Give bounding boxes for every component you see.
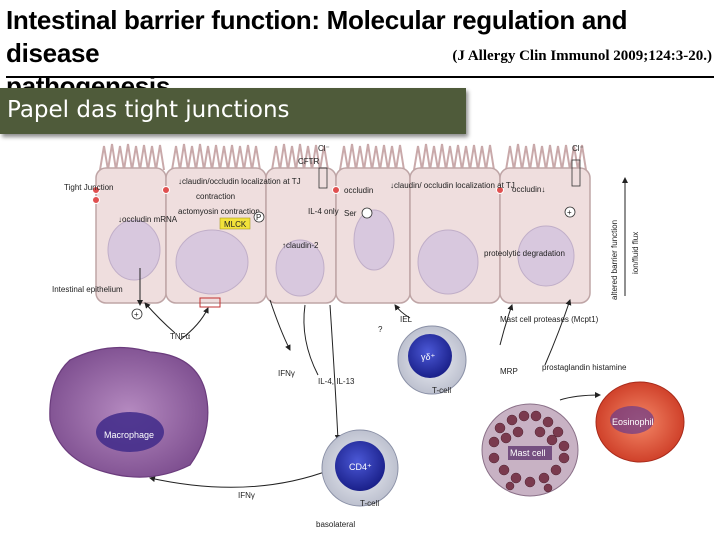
question-label: ?	[378, 325, 383, 334]
section-banner: Papel das tight junctions	[0, 88, 466, 134]
cell-nuclei	[107, 209, 575, 297]
title-line-1: Intestinal barrier function: Molecular r…	[6, 5, 628, 68]
altered-barrier-label: altered barrier function	[610, 220, 619, 300]
plus-left-label: +	[134, 310, 139, 319]
iel-label: IEL	[400, 315, 413, 324]
plus-right-label: +	[567, 208, 572, 217]
il4-only-label: IL-4 only	[308, 207, 339, 216]
phospho-marker	[253, 211, 265, 223]
plus-marker-left	[131, 308, 143, 320]
mast-granules	[488, 410, 570, 493]
cl-left-label: Cl⁻	[318, 144, 330, 153]
mlck-label: MLCK	[224, 220, 247, 229]
actomyosin-label: actomyosin contraction	[178, 207, 260, 216]
mlck-box	[219, 217, 251, 230]
microvilli	[99, 143, 587, 171]
ser-phospho-marker	[361, 207, 373, 219]
eosinophil-cell: Eosinophil	[595, 381, 685, 463]
occludin-right-label: occludin↓	[512, 185, 545, 194]
gd-label: γδ⁺	[421, 352, 436, 362]
claudin2-label: ↑claudin-2	[282, 241, 319, 250]
ion-flux-label: ion/fluid flux	[631, 232, 640, 274]
cd4-label: CD4⁺	[349, 462, 372, 472]
basolateral-label: basolateral	[316, 520, 355, 529]
macrophage-label: Macrophage	[104, 430, 154, 440]
signal-arrows	[137, 268, 601, 488]
intestinal-epithelium-label: Intestinal epithelium	[52, 285, 123, 294]
cd4-tcell: CD4⁺ T-cell	[321, 429, 399, 508]
macrophage-cell: Macrophage	[49, 346, 209, 478]
eosinophil-label: Eosinophil	[612, 417, 654, 427]
tnf-receptor-box	[199, 297, 221, 308]
mast-cell: Mast cell	[481, 403, 579, 497]
occludin-left-label: occludin	[344, 186, 373, 195]
occludin-mrna-label: ↓occludin mRNA	[118, 215, 178, 224]
cl-right-label: Cl⁻	[572, 144, 584, 153]
il4-il13-label: IL-4, IL-13	[318, 377, 355, 386]
ser-label: Ser	[344, 209, 357, 218]
contraction-label: contraction	[196, 192, 235, 201]
ifng-bottom-label: IFNγ	[238, 491, 255, 500]
cftr-channel	[318, 167, 328, 189]
cl-channel-right	[571, 159, 581, 187]
mast-proteases-label: Mast cell proteases (Mcpt1)	[500, 315, 599, 324]
proteolytic-label: proteolytic degradation	[484, 249, 565, 258]
slide-title: Intestinal barrier function: Molecular r…	[6, 4, 718, 103]
claudin-localization-right: ↓claudin/ occludin localization at TJ	[390, 181, 515, 190]
tcell2-label: T-cell	[360, 499, 379, 508]
mrp-label: MRP	[500, 367, 518, 376]
gd-tcell: γδ⁺ T-cell	[397, 325, 467, 395]
tight-junction-markers	[92, 186, 504, 204]
prostaglandin-label: prostaglandin histamine	[542, 363, 627, 372]
citation: (J Allergy Clin Immunol 2009;124:3-20.)	[452, 48, 712, 64]
claudin-localization-label: ↓claudin/occludin localization at TJ	[178, 177, 301, 186]
tcell1-label: T-cell	[432, 386, 451, 395]
phospho-label: P	[256, 213, 261, 222]
banner-text: Papel das tight junctions	[7, 97, 290, 123]
tnf-label: TNFα	[170, 332, 191, 341]
plus-marker-right	[564, 206, 576, 218]
ifng-mid-label: IFNγ	[278, 369, 295, 378]
title-rule	[6, 76, 714, 78]
tight-junction-label: Tight Junction	[64, 183, 114, 192]
mastcell-label: Mast cell	[510, 448, 546, 458]
cftr-label: CFTR	[298, 157, 320, 166]
